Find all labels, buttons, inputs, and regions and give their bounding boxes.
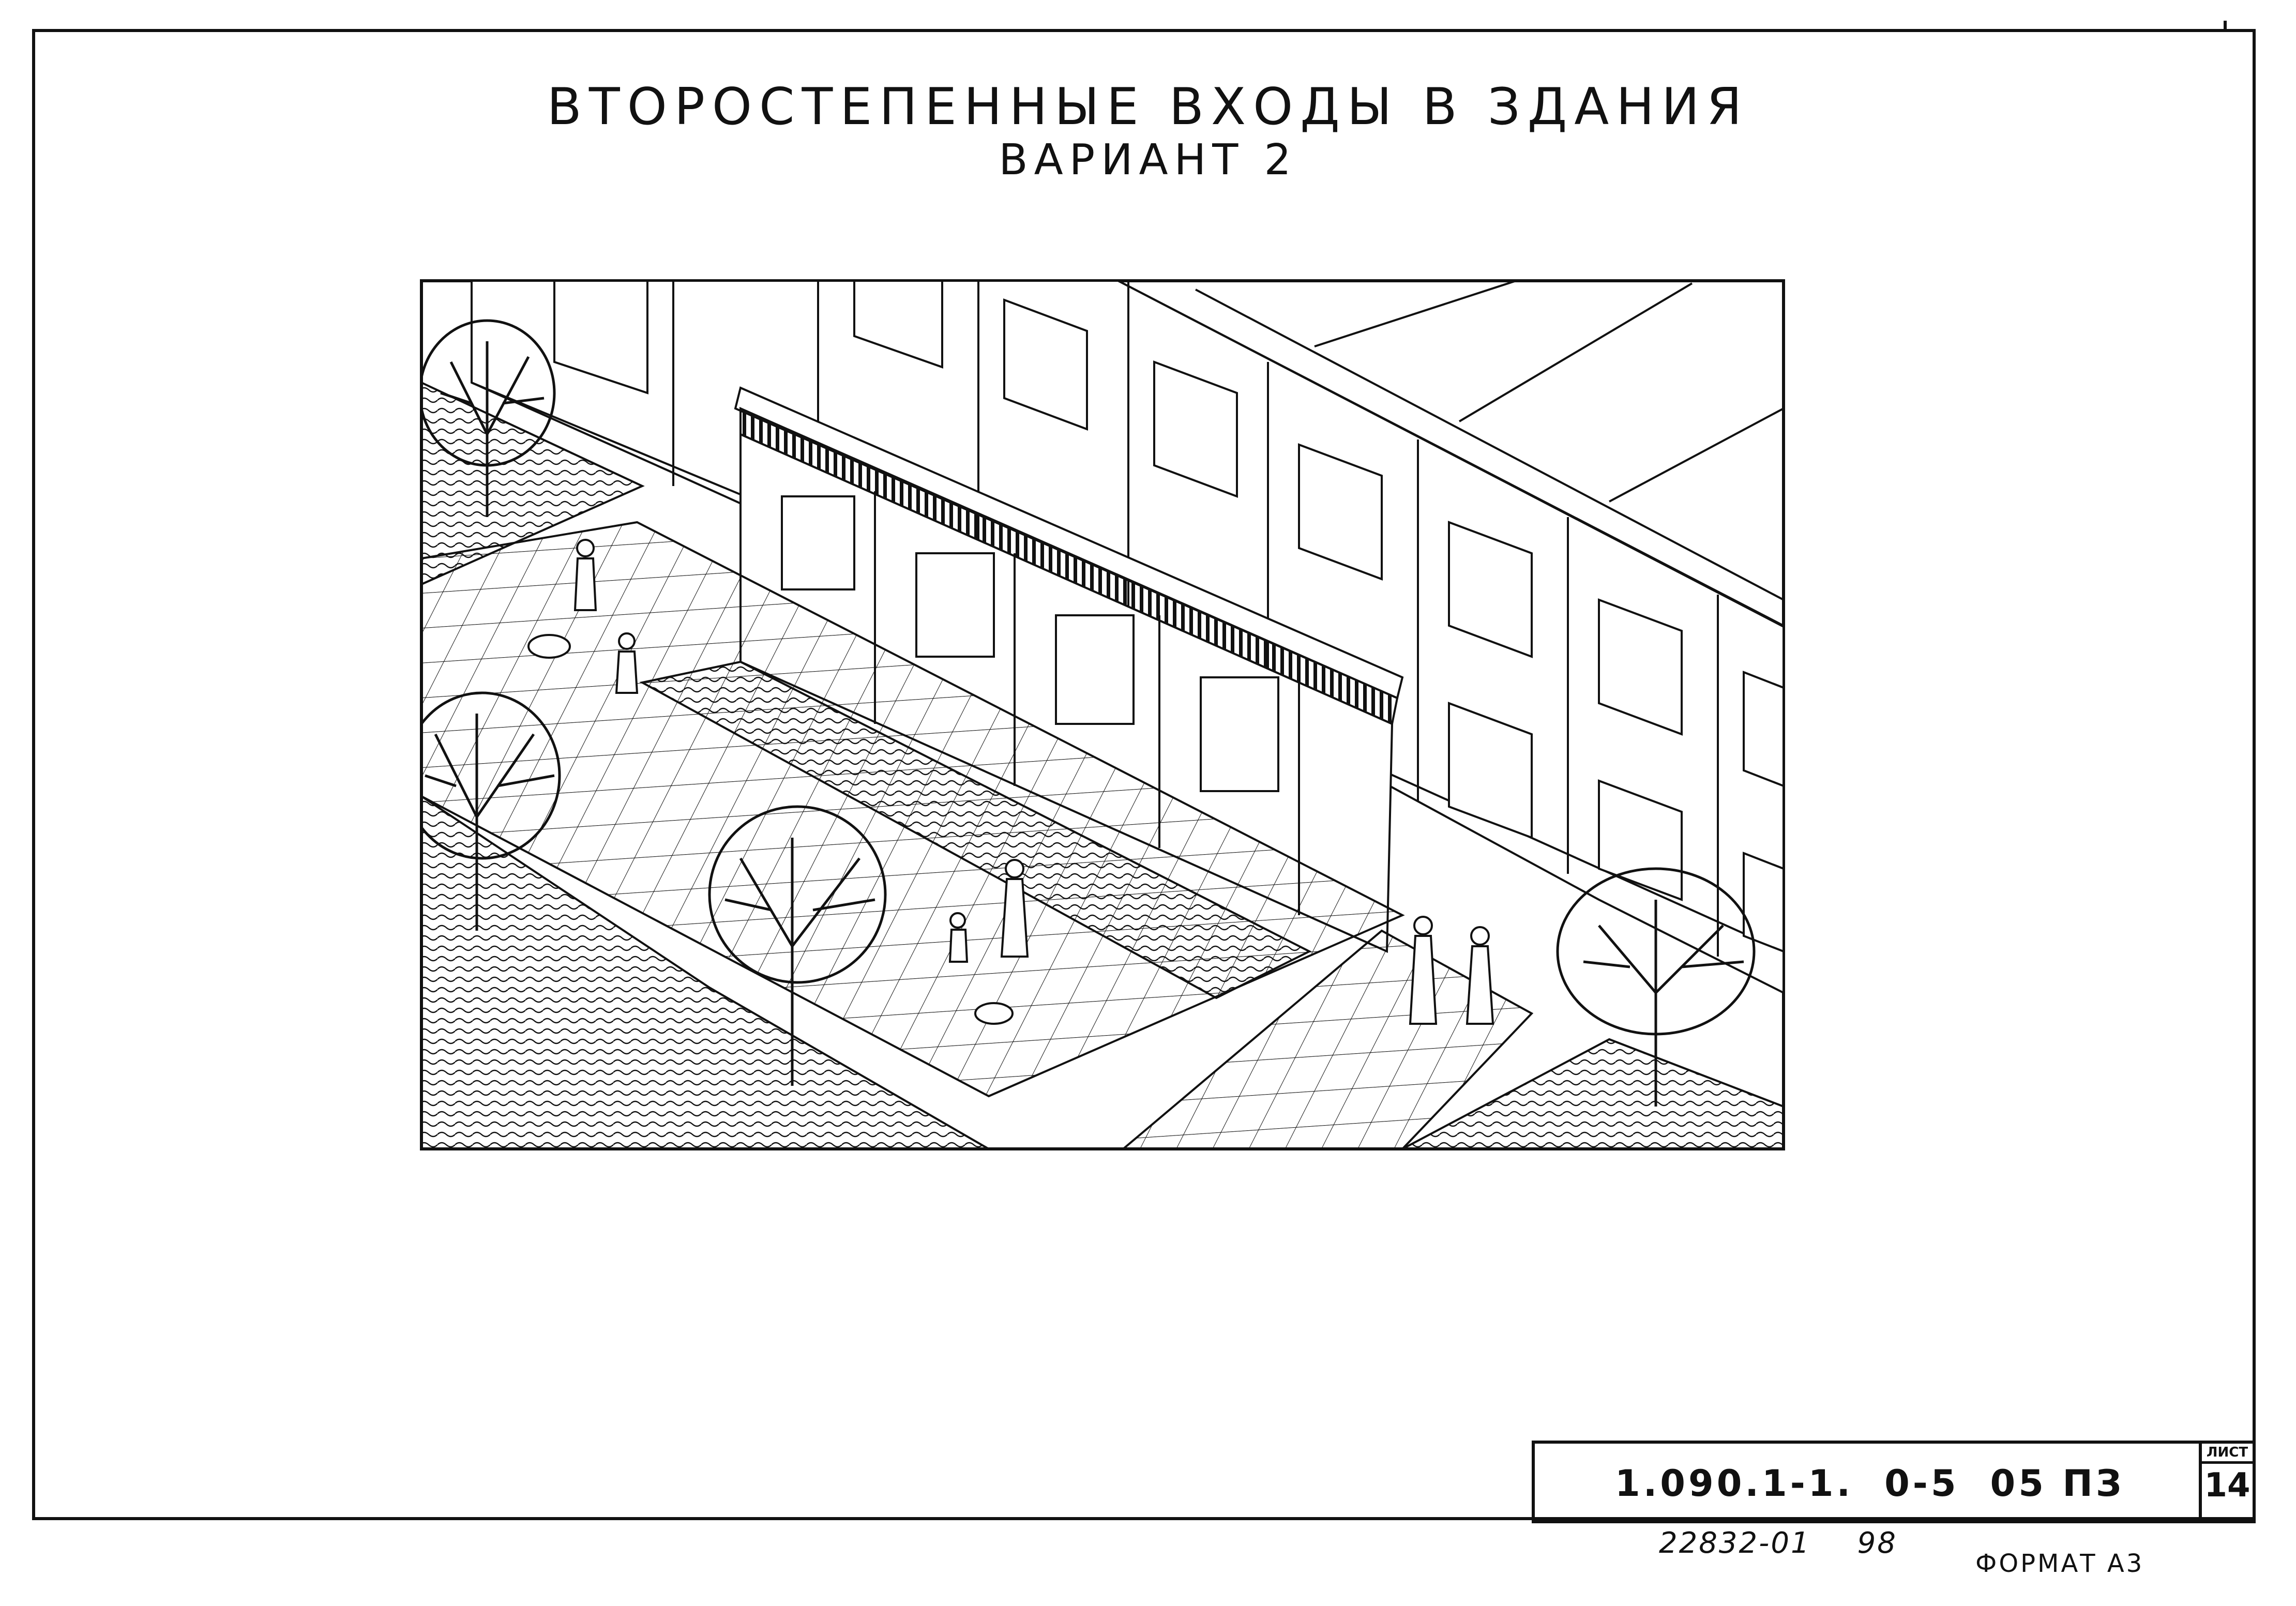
tree-right [1556,867,1756,1107]
title-block-frame: 1.090.1-1. 0-5 05 ПЗ [1532,1441,2204,1523]
document-code-series: 1.090.1-1. [1615,1462,1854,1505]
document-code: 1.090.1-1. 0-5 05 ПЗ [1615,1462,2125,1505]
drawing-frame [32,29,2256,1520]
archive-year: 98 [1857,1526,1897,1560]
person-with-stroller [527,539,597,659]
couple-right [1409,916,1494,1025]
woman-in-hat [1000,859,1029,958]
sheet-number: 14 [2204,1466,2250,1505]
trees [420,319,1756,1107]
page-title: ВТОРОСТЕПЕННЫЕ ВХОДЫ В ЗДАНИЯ [547,78,1749,137]
sheet-box: ЛИСТ 14 [2199,1441,2256,1523]
isometric-entrance-drawing [420,279,1785,1150]
planter-bed [639,660,1312,999]
corner-mark [2224,21,2227,31]
entrance-canopy [734,386,1404,953]
archive-number: 22832-01 98 [1659,1526,1897,1560]
child-small [948,912,969,963]
document-code-issue: 0-5 [1884,1462,1959,1505]
page-subtitle: ВАРИАНТ 2 [999,135,1297,185]
document-code-part: 05 ПЗ [1990,1462,2125,1505]
lawns [420,381,1785,1150]
sheet-label: ЛИСТ [2202,1444,2253,1464]
people [527,539,1494,1025]
format-note: ФОРМАТ А3 [1975,1549,2144,1578]
dog [974,1002,1014,1025]
title-block: 1.090.1-1. 0-5 05 ПЗ ЛИСТ 14 [1532,1441,2256,1523]
tree-top-left [420,319,556,517]
tree-mid-left [420,691,561,931]
child-walking [615,632,639,694]
upper-windows [553,280,1785,787]
archive-inventory: 22832-01 [1659,1526,1811,1560]
drawing-svg [420,279,1785,1150]
tree-center [708,805,887,1086]
